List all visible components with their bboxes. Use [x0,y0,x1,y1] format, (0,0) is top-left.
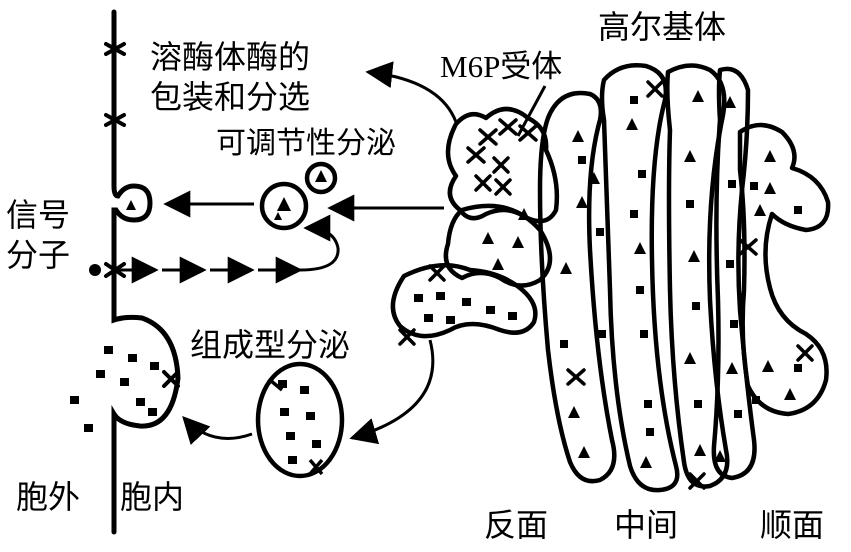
m6p-receptor-label: M6P受体 [440,49,563,84]
signal-to-vesicle-arrow [299,214,340,272]
medial-label: 中间 [614,506,679,544]
signal-label-line2: 分子 [6,236,71,274]
cisternae-cargo [560,90,802,468]
golgi-trans-network [390,106,560,339]
golgi-cisternae [537,63,831,493]
cisternae-receptors [566,80,814,490]
secreted-cargo [70,346,159,432]
trans-cargo [414,208,530,324]
lysosome-label-line2: 包装和分选 [150,78,311,116]
arrow-constitutive-to-membrane [182,416,253,445]
arrow-to-constitutive [349,339,435,445]
intracellular-label: 胞内 [120,478,185,516]
constitutive-secretion-label: 组成型分泌 [190,326,351,364]
arrow-to-lysosome [365,61,458,123]
extracellular-label: 胞外 [16,478,81,516]
signal-molecule [89,264,101,276]
membrane-pocket-cargo [126,200,136,210]
signal-label-line1: 信号 [6,196,71,234]
constitutive-vesicle [255,361,345,479]
membrane-receptors [104,42,180,388]
plasma-membrane [111,9,181,535]
regulated-vesicle-small [304,161,338,195]
regulated-vesicle-large [259,181,309,231]
lysosome-label-line1: 溶酶体酶的 [150,38,311,76]
cis-face-label: 顺面 [760,506,825,544]
trans-face-label: 反面 [484,506,549,544]
regulated-secretion-label: 可调节性分泌 [216,126,396,161]
golgi-label: 高尔基体 [598,8,727,46]
m6p-receptor-cluster [398,118,538,346]
